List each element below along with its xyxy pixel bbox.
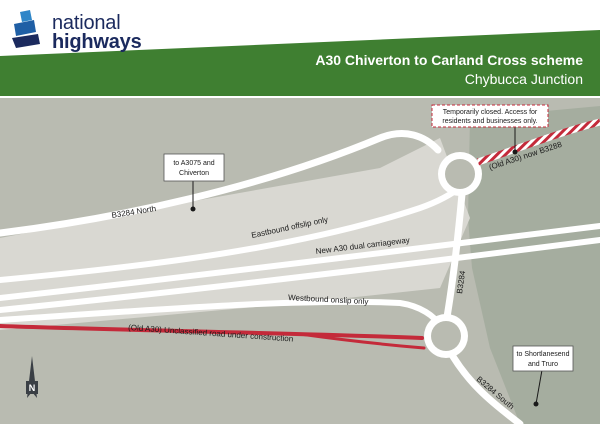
old-a30-construction-branch <box>298 332 426 350</box>
title-banner <box>0 30 600 96</box>
east-field <box>468 106 600 424</box>
callout-point-closed <box>512 149 518 155</box>
callout-chiverton-line1: to A3075 and <box>173 160 214 167</box>
north-arrow-label: N <box>29 383 36 393</box>
map: B3284 North Eastbound offslip only New A… <box>0 98 600 428</box>
callout-point-chiverton <box>190 206 196 212</box>
header-subtitle: Chybucca Junction <box>465 71 583 87</box>
south-roundabout-island <box>431 321 461 351</box>
logo-mark-icon <box>12 10 40 48</box>
header-graphics: A30 Chiverton to Carland Cross scheme Ch… <box>0 30 600 96</box>
callout-box-closed <box>431 104 549 128</box>
old-a30-construction-road <box>0 324 424 340</box>
callout-chiverton-line2: Chiverton <box>179 170 209 177</box>
callout-leader-truro <box>535 369 543 405</box>
callout-point-truro <box>533 401 539 407</box>
north-roundabout-island <box>445 159 475 189</box>
header: A30 Chiverton to Carland Cross scheme Ch… <box>0 0 600 98</box>
logo-text-national: national <box>52 12 121 34</box>
new-a30-south-carriageway <box>0 237 600 313</box>
label-b3284: B3284 <box>455 270 467 295</box>
north-arrow-icon <box>26 356 38 398</box>
map-canvas: B3284 North Eastbound offslip only New A… <box>0 98 600 428</box>
label-westbound-onslip: Westbound onslip only <box>288 293 369 306</box>
callout-truro-line1: to Shortlanesend <box>517 351 570 358</box>
eastbound-offslip-road <box>0 183 465 283</box>
callout-box-chiverton <box>163 153 225 182</box>
callout-closed-line1: Temporarily closed. Access for <box>443 109 538 116</box>
callout-truro-line2: and Truro <box>528 361 558 368</box>
old-a30-b3288-closed-road <box>476 118 600 166</box>
westbound-onslip-road <box>0 298 443 329</box>
header-title: A30 Chiverton to Carland Cross scheme <box>315 52 583 68</box>
national-highways-logo: national highways <box>10 8 160 53</box>
b3284-north-road <box>0 130 442 237</box>
new-a30-north-carriageway <box>0 223 600 301</box>
b3284-south-road <box>444 344 524 428</box>
logo-text-highways: highways <box>52 31 142 53</box>
callout-closed-line2: residents and businesses only. <box>442 118 537 125</box>
callout-box-truro <box>512 345 574 372</box>
b3284-link-road <box>442 190 466 327</box>
